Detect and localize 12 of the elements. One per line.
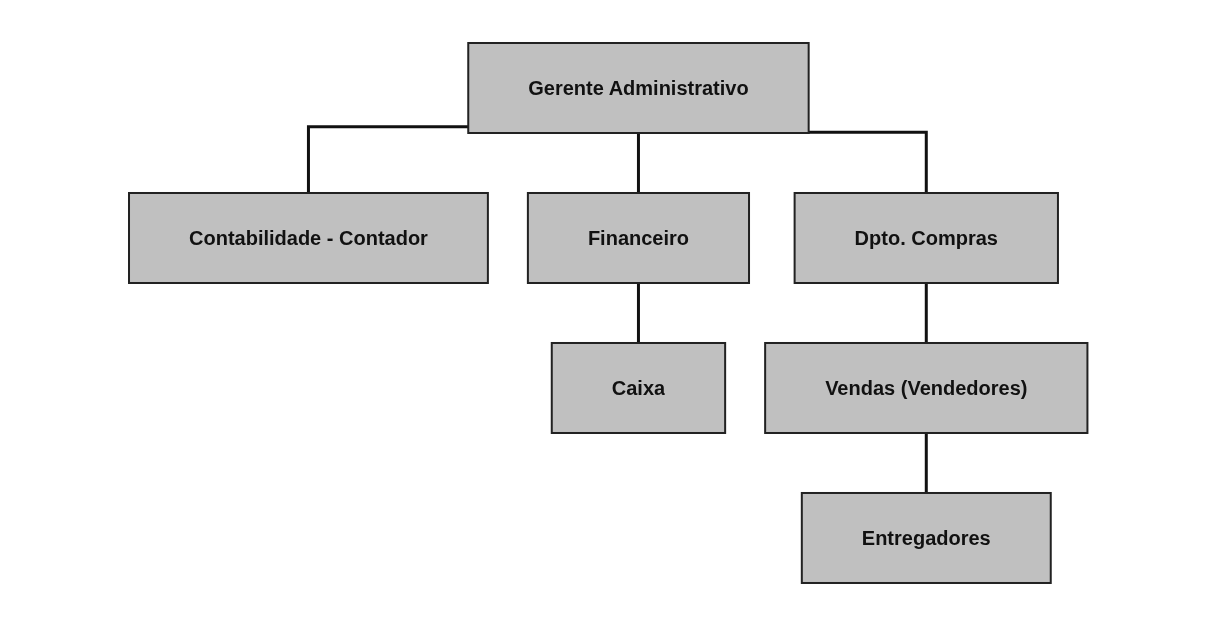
connector bbox=[924, 431, 928, 493]
connector bbox=[306, 125, 469, 193]
connector bbox=[808, 130, 928, 193]
node-box: Vendas (Vendedores) bbox=[763, 342, 1089, 434]
node-box: Gerente Administrativo bbox=[467, 42, 810, 134]
connector bbox=[924, 281, 928, 343]
node-box: Contabilidade - Contador bbox=[127, 192, 489, 284]
connector bbox=[636, 281, 640, 343]
node-box: Financeiro bbox=[526, 192, 750, 284]
node-box: Entregadores bbox=[800, 492, 1052, 584]
node-box: Dpto. Compras bbox=[793, 192, 1059, 284]
node-box: Caixa bbox=[550, 342, 726, 434]
